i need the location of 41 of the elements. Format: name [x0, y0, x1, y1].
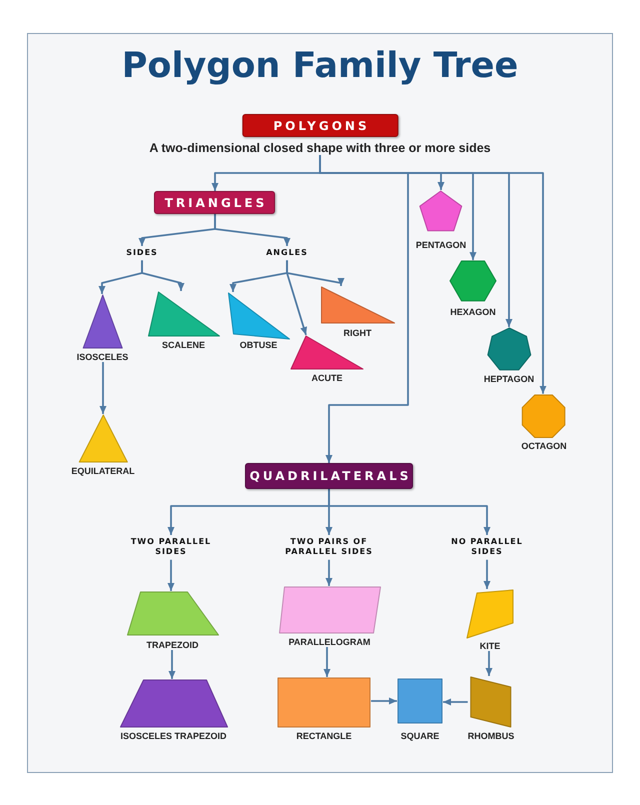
arrow: [484, 560, 490, 589]
arrow: [326, 560, 332, 586]
arrow: [324, 647, 330, 677]
arrow: [328, 489, 490, 535]
diagram-title: Polygon Family Tree: [122, 46, 518, 86]
arrow: [286, 260, 344, 286]
description-text: A two-dimensional closed shape with three or more sides: [149, 141, 491, 155]
arrow: [214, 214, 290, 246]
shape-label: RIGHT: [344, 328, 372, 338]
branch-label: TWO PAIRS OF PARALLEL SIDES: [276, 535, 382, 560]
shape-label: RECTANGLE: [296, 731, 352, 741]
shape-label: RHOMBUS: [468, 731, 514, 741]
category-banner: QUADRILATERALS: [245, 463, 413, 489]
shape-label: SQUARE: [400, 731, 440, 741]
arrow: [319, 155, 409, 463]
branch-label: TWO PARALLEL SIDES: [121, 535, 221, 560]
shape-label: OBTUSE: [240, 340, 278, 350]
arrow: [371, 698, 397, 704]
shape-label: ISOSCELES TRAPEZOID: [120, 731, 226, 741]
shape-label: EQUILATERAL: [71, 466, 135, 476]
shape-label: PENTAGON: [416, 240, 466, 250]
shape-label: TRAPEZOID: [146, 640, 198, 650]
shape-label: HEPTAGON: [484, 374, 534, 384]
shape-label: ACUTE: [312, 373, 342, 383]
branch-label: ANGLES: [263, 246, 311, 260]
arrow: [168, 650, 176, 679]
category-banner: TRIANGLES: [154, 191, 275, 214]
shape-label: ISOSCELES: [76, 352, 128, 362]
arrow: [486, 651, 492, 676]
shape-label: KITE: [480, 641, 500, 651]
arrow: [168, 560, 174, 591]
shape-label: PARALLELOGRAM: [288, 637, 370, 647]
arrow: [443, 698, 468, 706]
shape-label: OCTAGON: [521, 440, 567, 451]
category-banner: POLYGONS: [242, 114, 398, 137]
shape-label: SCALENE: [162, 340, 205, 350]
branch-label: SIDES: [123, 246, 161, 260]
arrow: [100, 362, 106, 414]
branch-label: NO PARALLEL SIDES: [437, 535, 537, 560]
arrow: [141, 260, 184, 291]
shape-label: HEXAGON: [450, 306, 496, 317]
